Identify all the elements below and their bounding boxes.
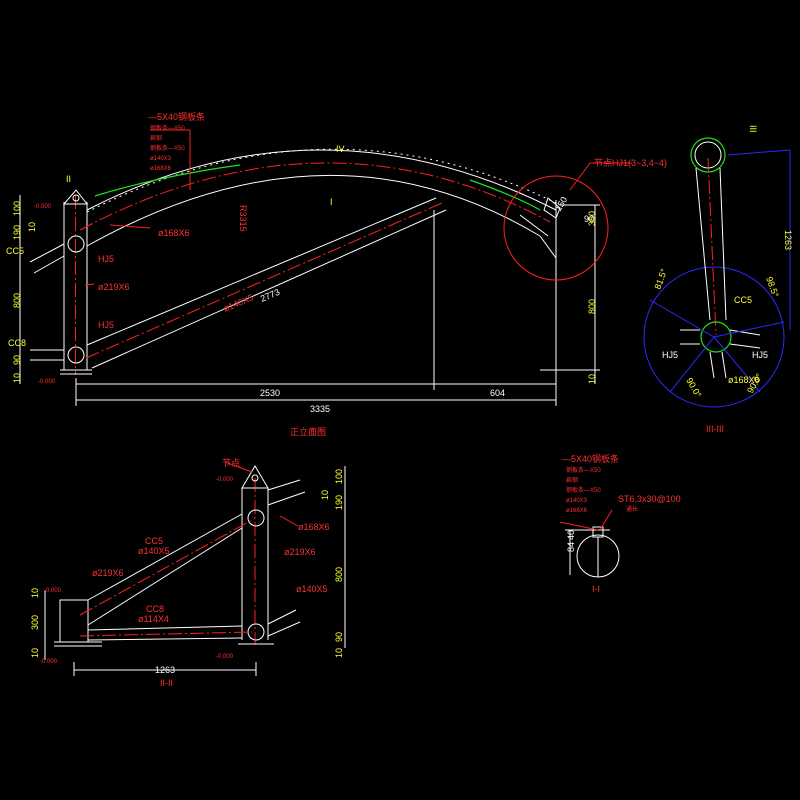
side-dim-800: 800 (334, 567, 344, 582)
detail-dim-90: 90 (584, 214, 594, 224)
side-horiz-pipe: ø114X4 (138, 614, 169, 624)
member-cc5: CC5 (6, 246, 24, 256)
section-marker: III (748, 125, 758, 133)
top-stack-line1: —5X40钢板条 (148, 111, 205, 122)
angle-3: 90.0° (684, 376, 703, 400)
detail-note: 节点HJ1(3~3,4~4) (594, 158, 667, 168)
side-cc8: CC8 (146, 604, 164, 614)
small-dim-40: 40 (566, 530, 576, 540)
main-elevation-view: —5X40钢板条 钢板条—X50 扁钢 钢板条—X50 ø140X3 ø168X… (6, 111, 667, 437)
dim-right-350: 350 (587, 211, 597, 226)
small-stack-3: 扁钢 (566, 476, 578, 484)
section-i-view: —5X40钢板条 钢板条—X50 扁钢 钢板条—X50 ø140X3 ø168X… (559, 453, 681, 594)
side-cc5: CC5 (145, 536, 163, 546)
side-view-title: II-II (160, 678, 173, 688)
small-dim-84: 84 (566, 542, 576, 552)
weld-label-2: HJ5 (98, 320, 114, 330)
side-dim-left-300: 300 (30, 615, 40, 630)
small-stiffener-sub: 通长 (626, 505, 638, 513)
small-stack-5: ø140X3 (566, 498, 588, 504)
side-node-label: 节点 (222, 458, 240, 468)
section-title: III-III (706, 424, 724, 434)
marker-ii: II (66, 174, 71, 184)
dim-left-100: 100 (12, 201, 22, 216)
elevation-top: -0.000 (34, 204, 52, 210)
top-stack-line4: 钢板条—X50 (150, 144, 185, 152)
dim-3335: 3335 (310, 404, 330, 414)
marker-iv: IV (336, 144, 345, 154)
section-hj5-left: HJ5 (662, 350, 678, 360)
dim-left-800: 800 (12, 293, 22, 308)
side-dim-1263: 1263 (155, 665, 175, 675)
side-dim-190: 190 (334, 495, 344, 510)
side-elev-3: -0.000 (216, 477, 234, 483)
section-iii-view: 1263 CC5 HJ5 HJ5 ø168X6 III 81.5° 98.5° … (643, 125, 793, 434)
side-dim-100: 100 (334, 469, 344, 484)
small-stack-1: —5X40钢板条 (562, 453, 619, 464)
small-stiffener: ST6.3x30@100 (618, 494, 681, 504)
section-dim-1263: 1263 (783, 230, 793, 250)
angle-2: 98.5° (764, 275, 781, 299)
dim-left-10b: 10 (12, 373, 22, 383)
side-diag-pipe: ø140X5 (138, 546, 170, 556)
dim-left-90: 90 (12, 355, 22, 365)
diagonal-length: 2773 (259, 287, 281, 304)
side-dim-left-10a: 10 (30, 588, 40, 598)
detail-dim-150: 150 (553, 195, 569, 213)
small-stack-2: 钢板条—X50 (566, 466, 601, 474)
side-dim-left-10b: 10 (30, 648, 40, 658)
side-col-pipe: ø219X6 (284, 547, 316, 557)
dim-left-10a: 10 (27, 222, 37, 232)
main-view-title: 正立面图 (290, 426, 326, 437)
side-dim-10b: 10 (334, 648, 344, 658)
marker-i: I (330, 197, 333, 207)
top-stack-line5: ø140X3 (150, 156, 172, 162)
section-hj5-right: HJ5 (752, 350, 768, 360)
side-post-pipe: ø219X6 (92, 568, 124, 578)
section-pipe-label: ø168X6 (728, 375, 760, 385)
side-view-ii: 1263 100 190 10 800 90 10 10 300 10 CC5 … (30, 458, 346, 688)
top-stack-line3: 扁钢 (150, 134, 162, 142)
small-view-title: I-I (592, 584, 600, 594)
dim-2530: 2530 (260, 388, 280, 398)
angle-1: 81.5° (652, 267, 669, 291)
small-stack-4: 钢板条—X50 (566, 486, 601, 494)
dim-left-190: 190 (12, 225, 22, 240)
side-arm-pipe-2: ø140X5 (296, 584, 328, 594)
column-label: ø219X6 (98, 282, 130, 292)
side-arm-pipe: ø168X6 (298, 522, 330, 532)
weld-label-1: HJ5 (98, 254, 114, 264)
dim-604: 604 (490, 388, 505, 398)
side-dim-10a: 10 (320, 490, 330, 500)
top-chord-label: ø168X6 (158, 228, 190, 238)
dim-right-800: 800 (587, 299, 597, 314)
side-dim-90: 90 (334, 632, 344, 642)
top-stack-line6: ø168X6 (150, 166, 172, 172)
side-elev-4: -0.000 (216, 654, 234, 660)
side-elev-2: -0.000 (40, 659, 58, 665)
elevation-bottom: -0.000 (38, 379, 56, 385)
top-stack-line2: 钢板条—X50 (150, 124, 185, 132)
dim-right-10: 10 (587, 374, 597, 384)
diagonal-label: ø140X5 (222, 292, 255, 314)
section-cc5: CC5 (734, 295, 752, 305)
side-elev-1: -0.000 (44, 588, 62, 594)
member-cc8: CC8 (8, 338, 26, 348)
radius-label: R3315 (238, 205, 248, 232)
small-stack-6: ø168X6 (566, 508, 588, 514)
